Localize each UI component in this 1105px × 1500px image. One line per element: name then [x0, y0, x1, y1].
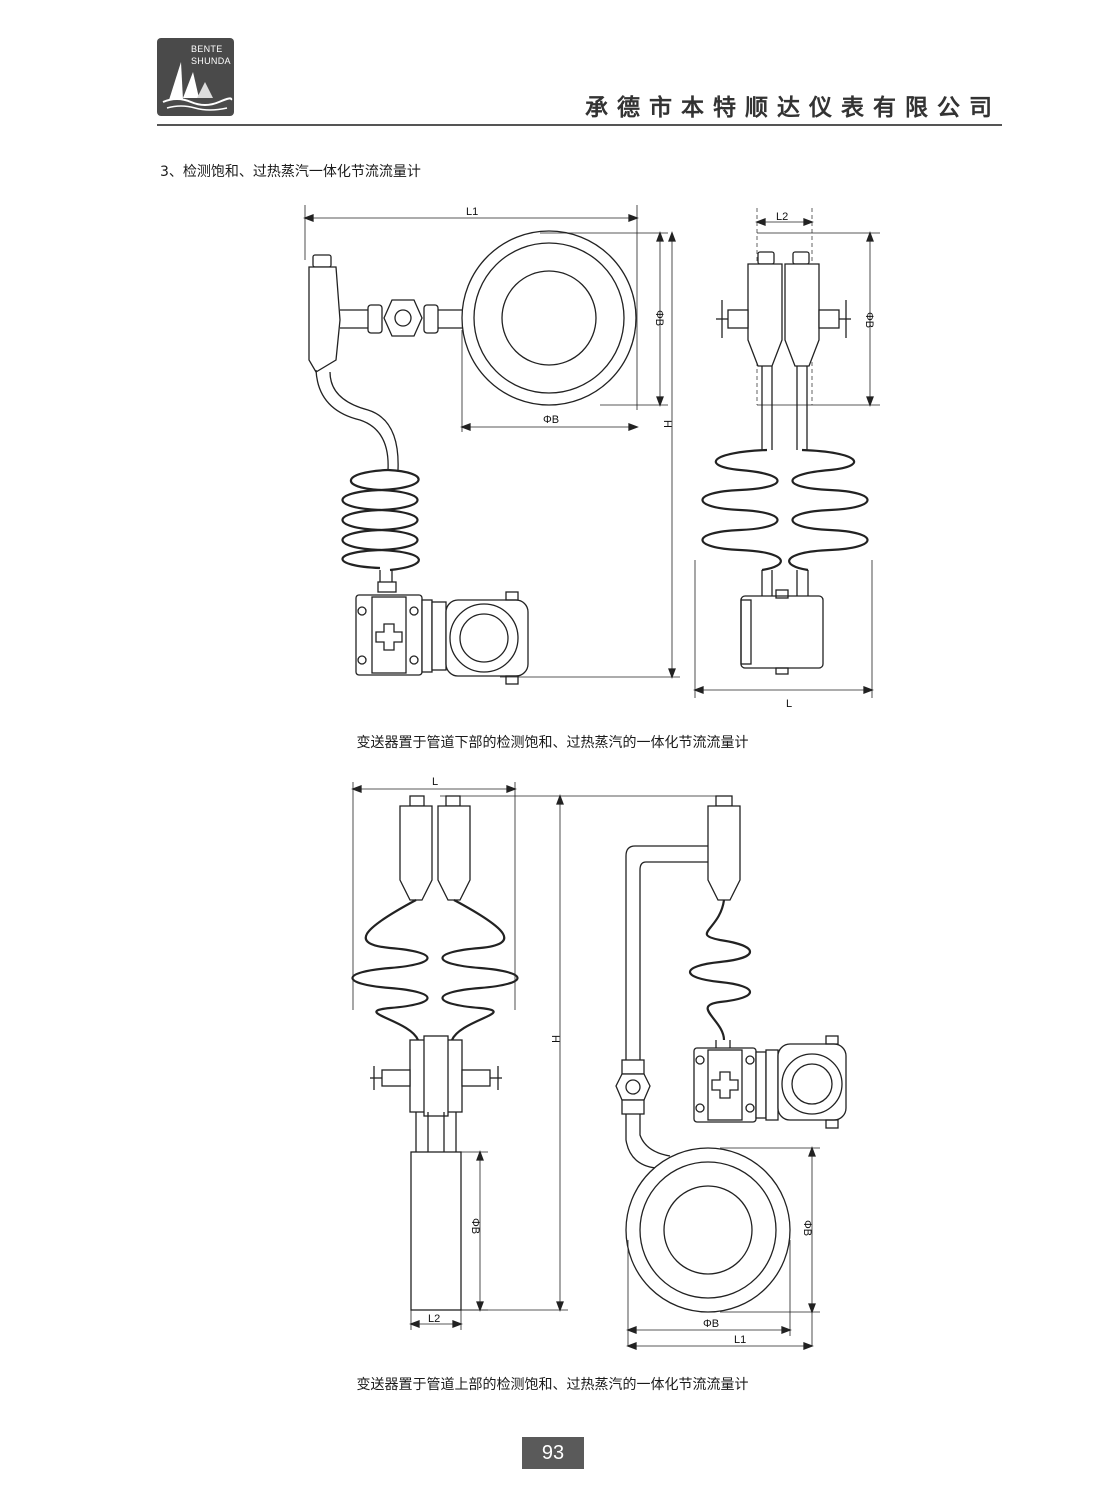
figure2-caption: 变送器置于管道上部的检测饱和、过热蒸汽的一体化节流流量计	[356, 1377, 749, 1393]
fig2-label-H: H	[549, 1035, 561, 1043]
fig2-label-phiB-vertical-1: ΦB	[469, 1218, 481, 1234]
header-rule	[157, 124, 1002, 126]
fig1-label-phiB-horizontal: ΦB	[543, 414, 559, 426]
fig2-label-phiB-vertical-2: ΦB	[801, 1220, 813, 1236]
section-title: 3、检测饱和、过热蒸汽一体化节流流量计	[160, 164, 421, 180]
fig2-label-L: L	[432, 776, 438, 788]
fig2-label-L1: L1	[734, 1334, 746, 1346]
fig1-label-H: H	[661, 420, 673, 428]
figure1-caption: 变送器置于管道下部的检测饱和、过热蒸汽的一体化节流流量计	[356, 735, 749, 751]
company-logo: BENTE SHUNDA	[157, 38, 234, 116]
fig2-label-L2: L2	[428, 1313, 440, 1325]
page-number: 93	[522, 1437, 584, 1469]
fig2-label-phiB-horizontal: ΦB	[703, 1318, 719, 1330]
fig1-label-phiB-vertical-1: ΦB	[653, 310, 665, 326]
company-name: 承德市本特顺达仪表有限公司	[585, 95, 1001, 121]
fig1-label-L2: L2	[776, 211, 788, 223]
fig1-label-L1: L1	[466, 206, 478, 218]
logo-text-line1: BENTE	[191, 44, 223, 54]
figure2-drawing	[351, 782, 847, 1350]
fig1-label-L: L	[786, 698, 792, 710]
sailboat-icon	[162, 62, 233, 111]
fig1-label-phiB-vertical-2: ΦB	[863, 312, 875, 328]
logo-text-line2: SHUNDA	[191, 56, 231, 66]
figure1-drawing	[303, 205, 880, 698]
